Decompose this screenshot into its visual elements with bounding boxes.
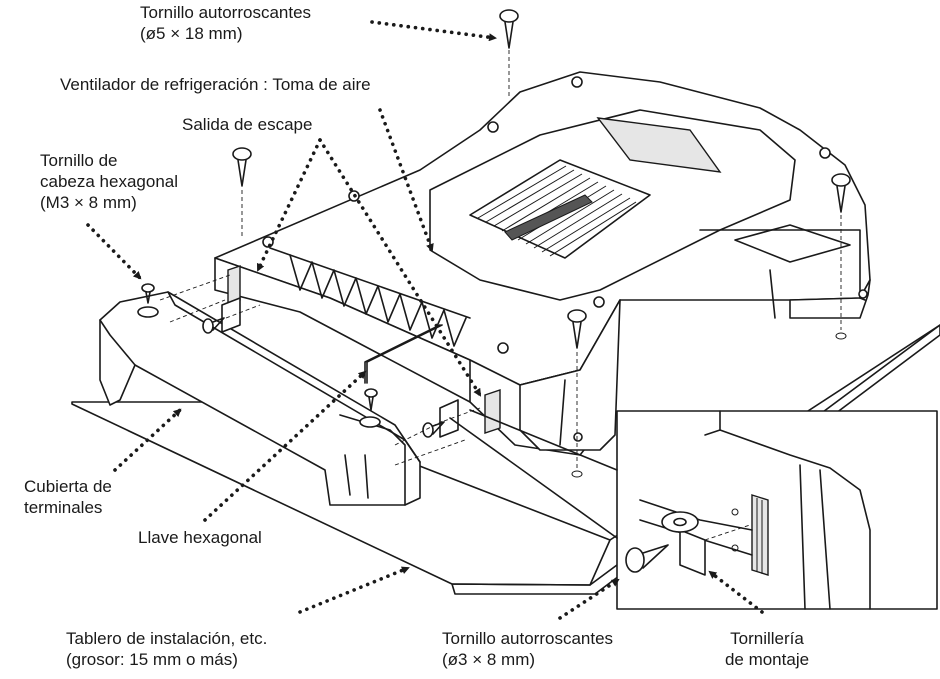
fan-opening <box>504 194 593 241</box>
hex-bolt-screw-center <box>364 388 378 411</box>
label-screw-top: Tornillo autorroscantes (ø5 × 18 mm) <box>140 2 311 44</box>
side-screw-right <box>422 407 481 438</box>
label-screw-bottom-line1: Tornillo autorroscantes <box>442 629 614 648</box>
amplifier-unit <box>214 71 871 456</box>
screw-right <box>831 173 851 340</box>
label-hex-screw-line2: cabeza hexagonal <box>40 172 179 191</box>
label-terminal-cover-line2: terminales <box>24 498 103 517</box>
label-board: Tablero de instalación, etc. (grosor: 15… <box>66 628 267 670</box>
screw-front <box>567 309 587 478</box>
label-screw-bottom-line2: (ø3 × 8 mm) <box>442 650 536 669</box>
side-screw-left <box>202 304 261 334</box>
label-hex-screw-line1: Tornillo de <box>40 151 118 170</box>
screw-top <box>499 9 519 98</box>
label-board-line2: (grosor: 15 mm o más) <box>66 650 238 669</box>
air-intake-grille <box>477 165 637 257</box>
label-board-line1: Tablero de instalación, etc. <box>66 629 268 648</box>
label-hex-screw-line3: (M3 × 8 mm) <box>40 193 137 212</box>
label-bracket: Tornillería de montaje <box>712 628 822 670</box>
label-hex-key: Llave hexagonal <box>138 528 262 547</box>
leader-arrows <box>86 20 764 620</box>
label-fan: Ventilador de refrigeración : Toma de ai… <box>60 75 371 94</box>
label-bracket-line1: Tornillería <box>730 629 804 648</box>
hex-bolt-screw <box>141 283 155 304</box>
label-screw-top-line1: Tornillo autorroscantes <box>140 3 312 22</box>
label-hex-screw: Tornillo de cabeza hexagonal (M3 × 8 mm) <box>40 150 178 213</box>
label-exhaust: Salida de escape <box>182 115 313 134</box>
label-screw-top-line2: (ø5 × 18 mm) <box>140 24 243 43</box>
label-terminal-cover-line1: Cubierta de <box>24 477 112 496</box>
detail-inset <box>449 409 938 610</box>
label-bracket-line2: de montaje <box>724 650 810 669</box>
terminal-cover <box>99 291 421 506</box>
label-screw-bottom: Tornillo autorroscantes (ø3 × 8 mm) <box>442 628 613 670</box>
label-terminal-cover: Cubierta de terminales <box>24 476 112 518</box>
screw-left <box>232 147 252 238</box>
